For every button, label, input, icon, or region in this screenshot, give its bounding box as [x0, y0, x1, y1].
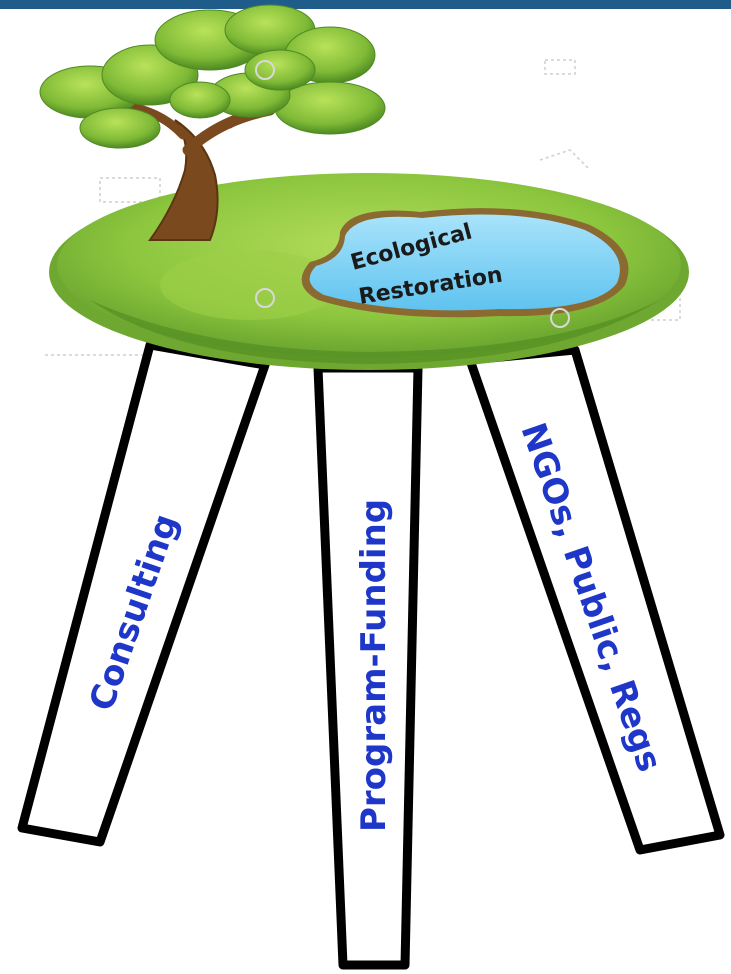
top-border-strip: [0, 0, 731, 9]
leg-center: Program-Funding: [313, 363, 423, 970]
leg-label-program-funding: Program-Funding: [354, 499, 394, 832]
watermark-swirls: [255, 60, 570, 328]
leg-left: Consulting: [17, 340, 270, 847]
tree-illustration: [39, 4, 386, 241]
pond: Ecological Restoration: [301, 208, 629, 318]
leg-right: NGOs, Public, Regs: [465, 345, 725, 855]
